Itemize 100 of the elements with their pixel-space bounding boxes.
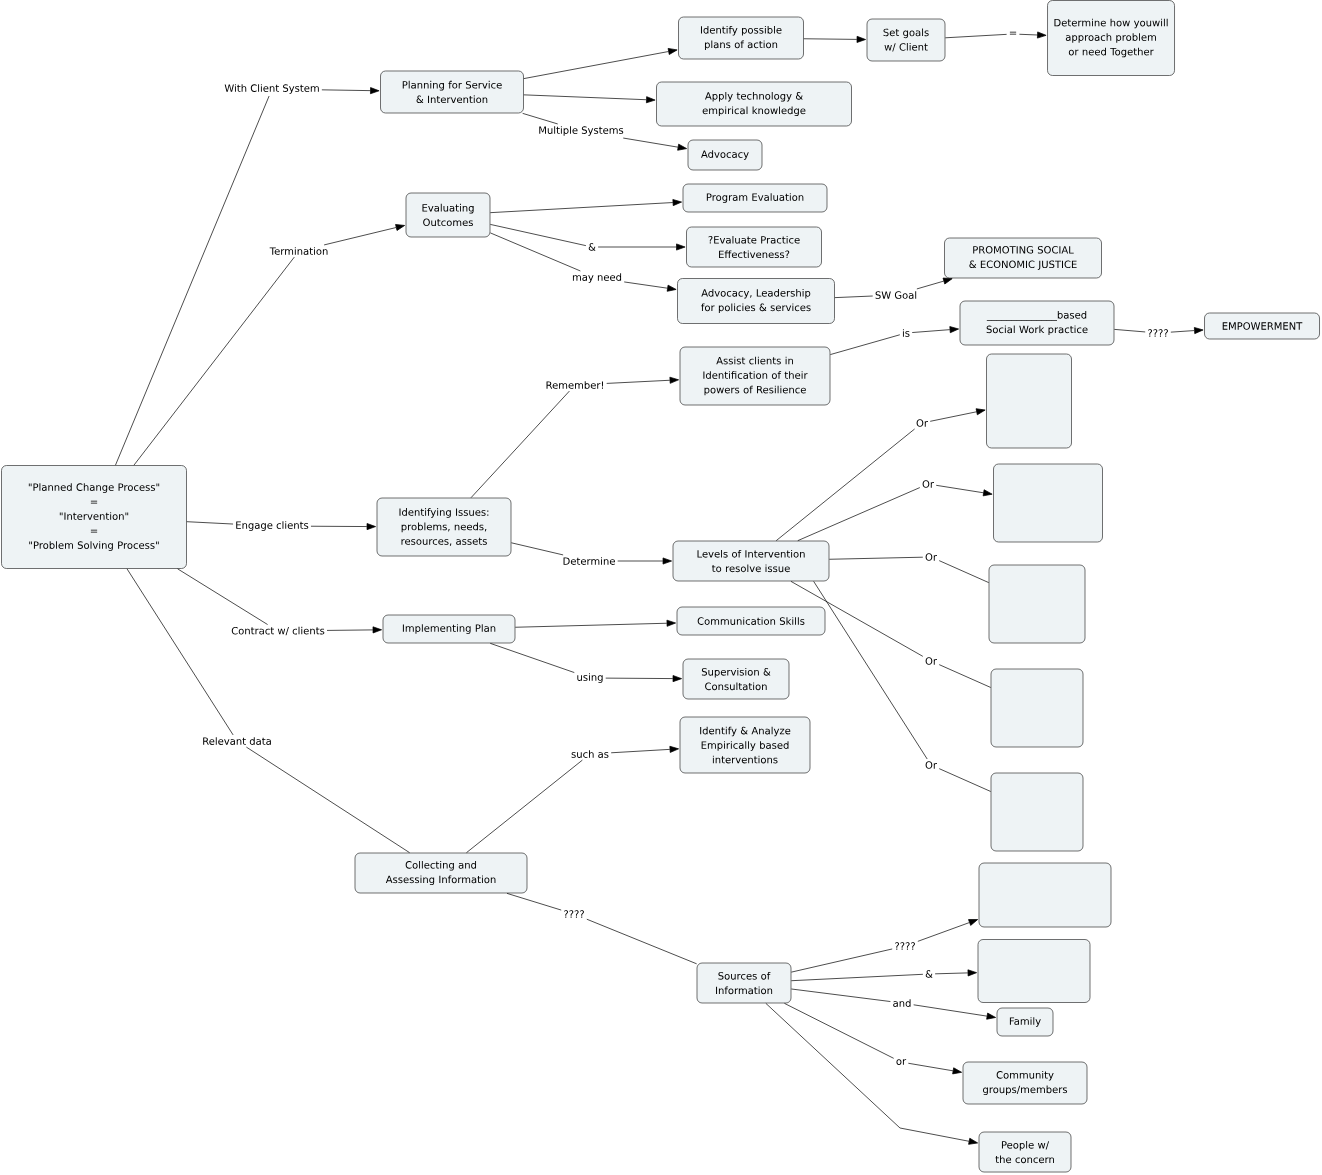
connector [186,521,234,525]
empty-box [990,772,1084,852]
concept-box: Family [996,1007,1054,1037]
connector [115,95,270,466]
connector [791,973,924,982]
connector [908,1062,962,1075]
concept-box: Supervision & Consultation [682,658,790,700]
linking-phrase: and [890,997,914,1009]
connector [784,1003,895,1059]
linking-phrase: With Client System [222,82,322,96]
connector [246,746,410,853]
connector [775,428,915,541]
linking-phrase: ???? [1145,327,1171,339]
connector [586,918,697,965]
connector [506,893,562,911]
connector [791,988,891,1002]
connector [1019,31,1047,39]
connector [911,326,959,334]
empty-box [977,939,1091,1003]
linking-phrase: ???? [561,908,587,920]
connector [490,224,587,246]
concept-box: Assist clients in Identification of their powers of Resilience [679,346,831,406]
connector [489,643,575,673]
connector [177,568,268,625]
concept-box: Implementing Plan [382,614,516,644]
concept-box: Planning for Service & Intervention [380,70,524,114]
connector [765,1003,978,1145]
connector [790,581,924,657]
empty-box [988,564,1086,644]
concept-box: Identify & Analyze Empirically based interventions [679,716,811,774]
connector [791,948,893,973]
connector [938,768,991,792]
linking-phrase: Or [923,655,939,667]
empty-box [990,668,1084,748]
concept-box: Communication Skills [676,606,826,636]
concept-box: "Planned Change Process" = "Intervention" = "Problem Solving Process" [1,465,187,569]
connector [605,675,682,683]
concept-box: Identifying Issues: problems, needs, resources, assets [376,497,512,557]
linking-phrase: Multiple Systems [536,124,626,138]
concept-box: Evaluating Outcomes [405,192,491,238]
linking-phrase: Remember! [543,379,607,391]
linking-phrase: Or [923,551,939,563]
linking-phrase: = [1006,29,1020,39]
connector [490,232,581,272]
linking-phrase: may need [570,271,624,285]
linking-phrase: or [893,1057,909,1067]
connector [511,542,564,556]
linking-phrase: using [574,671,606,685]
connector [913,1004,996,1020]
linking-phrase: ???? [892,940,918,952]
connector [945,34,1007,39]
concept-box: Advocacy, Leadership for policies & services [677,278,835,324]
linking-phrase: is [900,327,912,339]
linking-phrase: & [586,241,598,253]
linking-phrase: Contract w/ clients [229,624,327,638]
connector [523,94,656,104]
empty-box [978,862,1112,928]
concept-box: Advocacy [687,139,763,171]
connector [490,199,682,213]
concept-box: Community groups/members [962,1061,1088,1105]
connector [617,557,672,565]
linking-phrase: Relevant data [200,735,274,747]
concept-box: Identify possible plans of action [678,16,804,60]
connector [803,35,866,43]
linking-phrase: Termination [267,245,331,257]
concept-box: Collecting and Assessing Information [354,852,528,894]
connector [606,376,679,384]
linking-phrase: Or [920,478,936,490]
linking-phrase: Engage clients [233,519,311,533]
concept-box: ?Evaluate Practice Effectiveness? [686,226,822,268]
empty-box [986,353,1072,449]
connector [522,113,559,125]
connector [834,295,874,298]
connector [126,568,234,736]
connector [523,48,678,79]
connector [916,277,953,290]
connector [935,484,993,497]
concept-box: People w/ the concern [978,1131,1072,1173]
concept-box: Program Evaluation [682,183,828,213]
connector [323,224,405,246]
concept-box: ______________based Social Work practice [959,300,1115,346]
connector [610,745,679,754]
connector [597,243,686,251]
linking-phrase: Or [914,417,930,429]
connector [830,334,901,355]
concept-box: Sources of Information [696,962,792,1004]
concept-box: Set goals w/ Client [866,18,946,62]
concept-box: EMPOWERMENT [1204,312,1320,340]
connector [133,256,295,466]
connector [829,556,924,560]
connector [1114,329,1146,333]
empty-box [993,463,1103,543]
connector [321,87,380,95]
connector [622,137,687,151]
connector [623,281,677,292]
connector [466,759,583,853]
connector [326,626,382,634]
connector [938,560,989,583]
linking-phrase: Determine [560,555,618,567]
linking-phrase: & [923,968,935,980]
